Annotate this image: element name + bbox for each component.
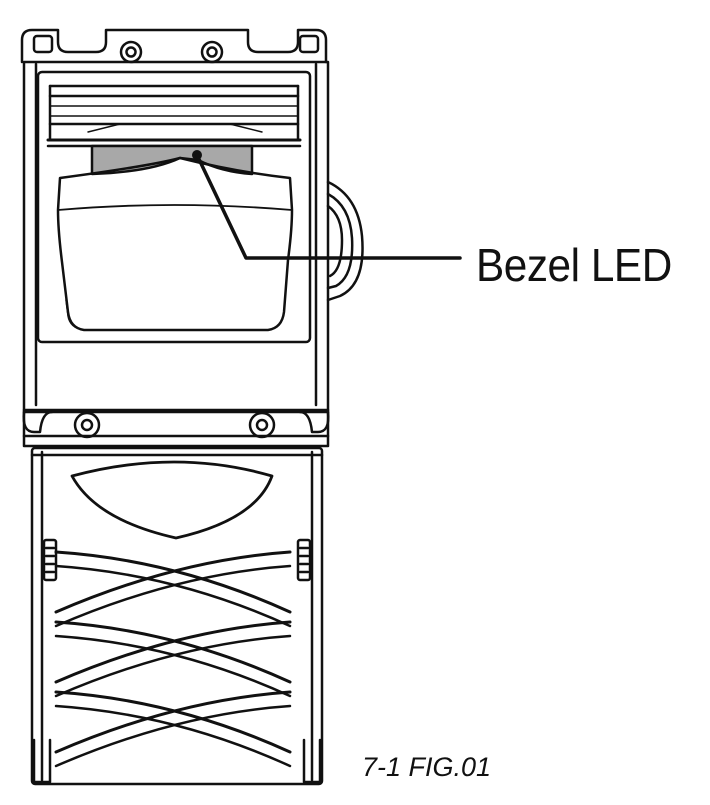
upper-housing [22,60,330,414]
callout-leader [192,150,462,260]
mid-mounting-flange [22,410,330,448]
top-screw-right [200,40,224,64]
top-screw-left [119,40,143,64]
lower-screw-right [248,411,276,439]
cable-loop [326,180,364,302]
cash-box [30,446,324,786]
figure-caption: 7-1 FIG.01 [362,752,492,782]
top-mounting-flange [20,28,328,64]
lower-screw-left [73,411,101,439]
bezel-face [56,156,294,332]
callout-label: Bezel LED [476,239,672,291]
